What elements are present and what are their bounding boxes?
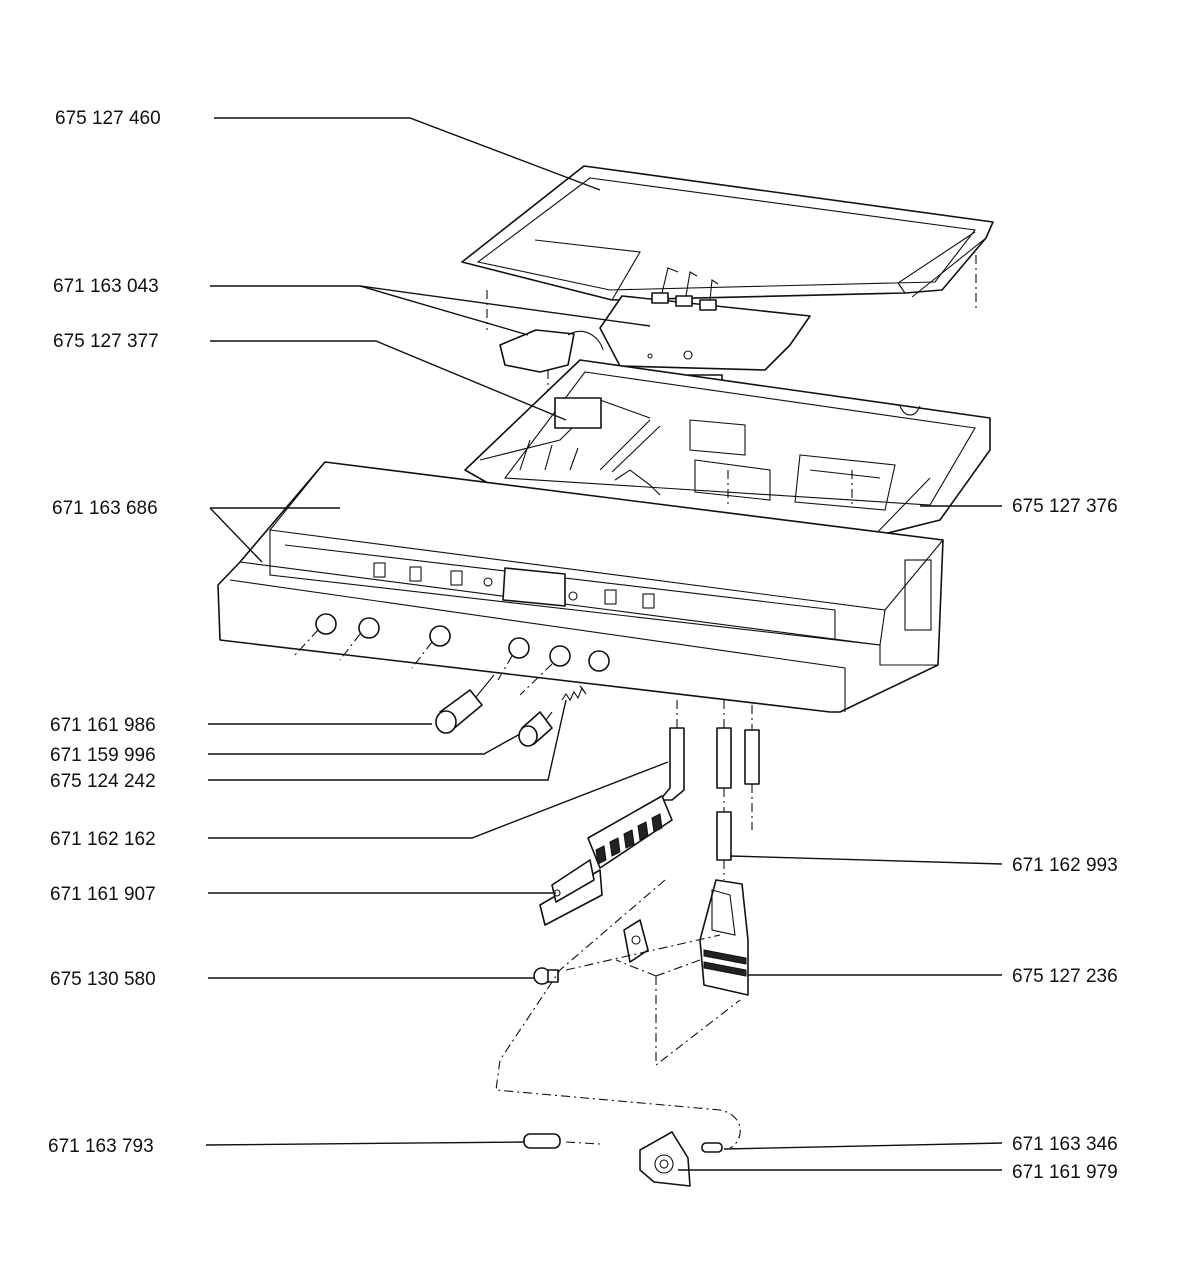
label-knob-long: 671 161 986 — [50, 715, 156, 736]
label-clip: 671 161 979 — [1012, 1162, 1118, 1183]
spring-part — [561, 685, 587, 702]
screw-part — [533, 967, 559, 985]
leader-lines — [205, 117, 1003, 1171]
label-switch-assembly: 675 127 377 — [53, 331, 159, 352]
pin-part — [523, 1133, 561, 1149]
label-lid: 675 127 460 — [55, 108, 161, 129]
label-base-frame: 675 127 376 — [1012, 496, 1118, 517]
front-panel-part — [217, 461, 944, 713]
plug-block-part — [699, 860, 749, 996]
label-plug-block: 675 127 236 — [1012, 966, 1118, 987]
label-pin: 671 163 793 — [48, 1136, 154, 1157]
label-knob-short: 671 159 996 — [50, 745, 156, 766]
label-clip-pin: 671 163 346 — [1012, 1134, 1118, 1155]
label-front-panel: 671 163 686 — [52, 498, 158, 519]
label-connector-strip: 671 161 907 — [50, 884, 156, 905]
base-frame-part — [464, 359, 991, 541]
label-cable: 671 162 162 — [50, 829, 156, 850]
panel-switches — [373, 562, 655, 609]
small-plate-part — [623, 919, 649, 963]
label-rod: 671 162 993 — [1012, 855, 1118, 876]
lid-part — [461, 165, 994, 330]
assembly-guide-lines — [495, 879, 741, 1149]
knob-short-part — [518, 711, 553, 747]
cable-connector-part — [539, 700, 685, 926]
label-spring: 675 124 242 — [50, 771, 156, 792]
panel-knob-holes — [315, 613, 610, 672]
rod-part — [716, 700, 760, 861]
clip-part — [639, 1131, 723, 1187]
label-screw: 675 130 580 — [50, 969, 156, 990]
knob-long-part — [435, 674, 495, 734]
label-pcb-parts: 671 163 043 — [53, 276, 159, 297]
